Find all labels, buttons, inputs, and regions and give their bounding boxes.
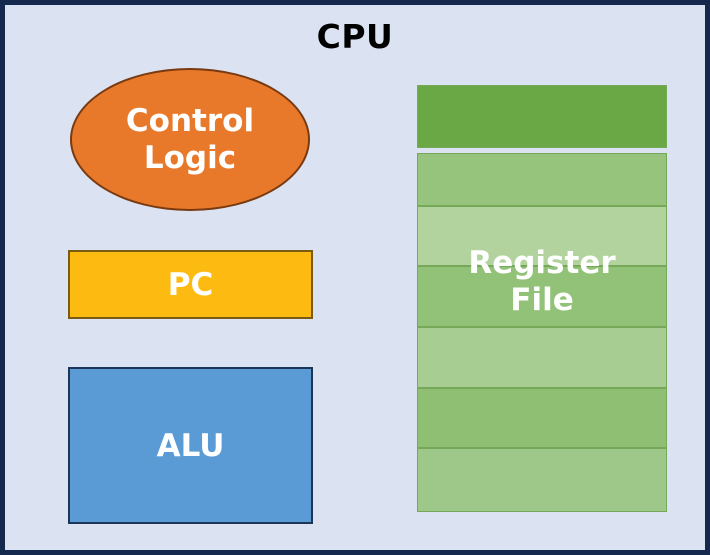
control-logic-block: Control Logic bbox=[70, 68, 310, 211]
register-file-row bbox=[417, 85, 667, 148]
register-file-row bbox=[417, 327, 667, 388]
register-file-row bbox=[417, 153, 667, 206]
register-file-row bbox=[417, 448, 667, 512]
register-file-row bbox=[417, 206, 667, 266]
register-file-row bbox=[417, 388, 667, 448]
program-counter-label: PC bbox=[167, 266, 214, 303]
page-title: CPU bbox=[316, 17, 394, 56]
register-file-row bbox=[417, 266, 667, 327]
program-counter-block: PC bbox=[68, 250, 313, 319]
register-file-block: Register File bbox=[417, 85, 667, 512]
alu-label: ALU bbox=[156, 427, 225, 464]
control-logic-label: Control Logic bbox=[125, 102, 255, 176]
alu-block: ALU bbox=[68, 367, 313, 524]
